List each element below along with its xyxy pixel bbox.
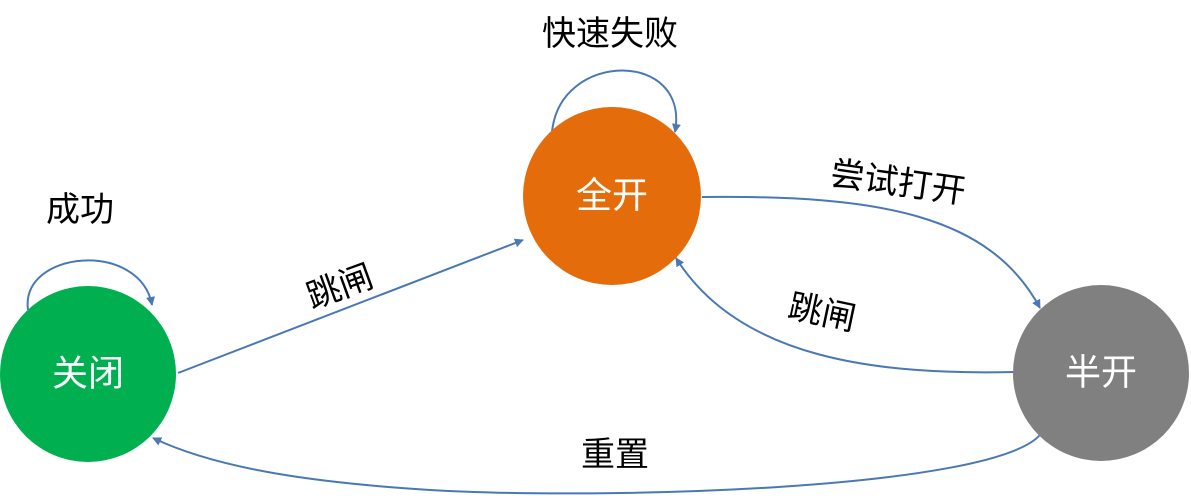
label-half-open-to-open: 跳闸: [785, 286, 860, 339]
state-open-node: [523, 107, 701, 285]
label-open-self: 快速失败: [542, 14, 678, 54]
edge-closed-to-open: [177, 238, 524, 374]
label-closed-to-open: 跳闸: [301, 257, 379, 318]
state-open-label: 全开: [576, 176, 648, 217]
edge-open-self-loop: [551, 69, 681, 133]
edge-open-to-half-open: [701, 195, 1041, 309]
edge-half-open-to-open: [675, 257, 1016, 374]
edge-half-open-to-closed: [152, 434, 1041, 495]
label-closed-self: 成功: [46, 190, 114, 230]
state-half-open-label: 半开: [1065, 353, 1137, 394]
edge-closed-self-loop: [26, 259, 155, 311]
state-half-open-node: [1013, 285, 1189, 461]
state-closed-node: [0, 286, 176, 462]
label-half-open-to-closed: 重置: [581, 435, 649, 475]
state-closed-label: 关闭: [52, 354, 124, 395]
